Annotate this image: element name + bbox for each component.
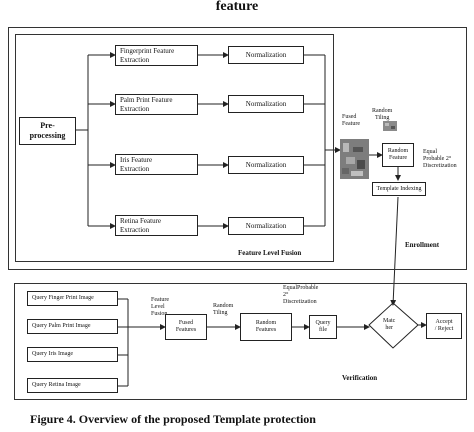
- iris-extraction-box: Iris Feature Extraction: [115, 154, 198, 175]
- query-file-box: Query file: [309, 315, 337, 339]
- palmprint-normalization-box: Normalization: [228, 95, 304, 113]
- fusion-frame: [15, 34, 334, 262]
- random-features-label: Random Features: [255, 320, 277, 333]
- iris-extraction-label: Iris Feature Extraction: [120, 155, 153, 173]
- template-box: Template Indexing: [372, 182, 426, 196]
- accept-reject-label: Accept / Reject: [434, 319, 454, 332]
- query-retina-box: Query Retina Image: [27, 378, 118, 393]
- query-retina-label: Query Retina Image: [32, 382, 81, 388]
- query-iris-label: Query Iris Image: [32, 351, 73, 357]
- random-tiling-image: [383, 121, 397, 131]
- accept-reject-box: Accept / Reject: [426, 313, 462, 339]
- figure-caption: Figure 4. Overview of the proposed Templ…: [30, 412, 316, 426]
- palmprint-normalization-label: Normalization: [245, 99, 287, 108]
- fused-feature-image: [340, 139, 369, 179]
- retina-extraction-box: Retina Feature Extraction: [115, 215, 198, 236]
- iris-normalization-box: Normalization: [228, 156, 304, 174]
- retina-normalization-label: Normalization: [245, 221, 287, 230]
- template-label: Template Indexing: [376, 185, 422, 192]
- retina-extraction-label: Retina Feature Extraction: [120, 216, 162, 234]
- fusion-label: Feature Level Fusion: [238, 249, 302, 257]
- random-feature-box: Random Feature: [382, 143, 414, 167]
- fingerprint-normalization-label: Normalization: [245, 50, 287, 59]
- feature-level-fusion-label: Feature Level Fusion: [151, 297, 169, 317]
- enrollment-frame: [8, 27, 467, 270]
- fused-feature-label: Fused Feature: [342, 114, 360, 127]
- query-fingerprint-label: Query Finger Print Image: [32, 295, 94, 301]
- enrollment-label: Enrollment: [405, 241, 440, 249]
- verification-label: Verification: [342, 374, 378, 382]
- fingerprint-normalization-box: Normalization: [228, 46, 304, 64]
- equal-probable-label: Equal Probable 2° Discretization: [423, 149, 457, 169]
- header-fragment: feature: [215, 0, 259, 14]
- palmprint-extraction-box: Palm Print Feature Extraction: [115, 94, 198, 115]
- query-palmprint-label: Query Palm Print Image: [32, 323, 91, 329]
- palmprint-extraction-label: Palm Print Feature Extraction: [120, 95, 173, 113]
- fused-features-label: Fused Features: [175, 320, 197, 333]
- fused-features-box: Fused Features: [165, 314, 207, 340]
- retina-normalization-box: Normalization: [228, 217, 304, 235]
- random-feature-label: Random Feature: [387, 148, 409, 161]
- preprocessing-label: Pre- processing: [29, 121, 66, 140]
- random-tiling-label: Random Tiling: [372, 108, 393, 121]
- query-palmprint-box: Query Palm Print Image: [27, 319, 118, 334]
- fingerprint-extraction-box: Fingerprint Feature Extraction: [115, 45, 198, 66]
- equal-probable-verify-label: EqualProbable 2° Discretization: [283, 285, 319, 305]
- query-iris-box: Query Iris Image: [27, 347, 118, 362]
- query-file-label: Query file: [315, 320, 331, 333]
- random-tiling-verify-label: Random Tiling: [213, 303, 234, 316]
- preprocessing-box: Pre- processing: [19, 117, 76, 145]
- query-fingerprint-box: Query Finger Print Image: [27, 291, 118, 306]
- random-features-box: Random Features: [240, 313, 292, 341]
- fingerprint-extraction-label: Fingerprint Feature Extraction: [120, 46, 175, 64]
- verification-frame: [14, 283, 467, 400]
- iris-normalization-label: Normalization: [245, 160, 287, 169]
- matcher-label: Matc her: [383, 318, 396, 331]
